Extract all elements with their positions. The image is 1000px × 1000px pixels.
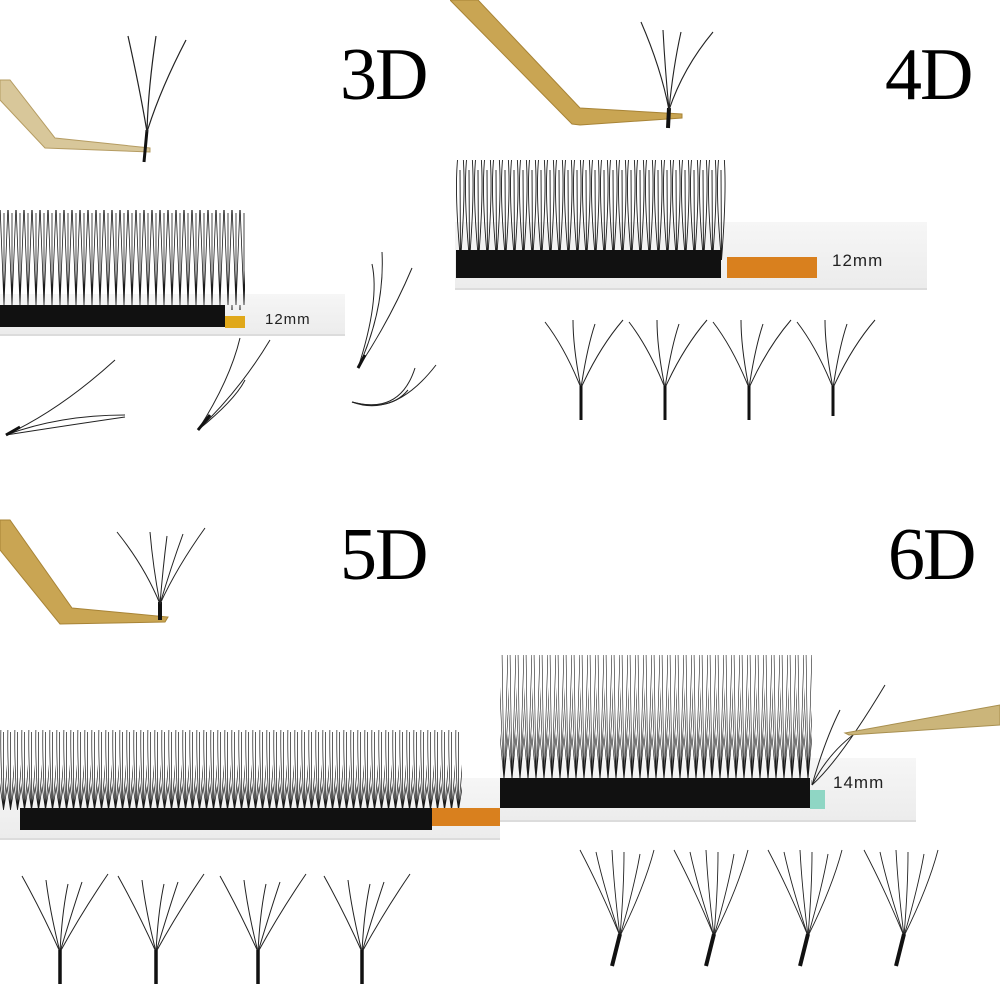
panel-title-4d: 4D [885,34,973,116]
loose-lash-fans [5,251,437,437]
panel-title-6d: 6D [888,514,976,596]
panel-5d: 5D [0,500,500,1000]
tweezer-icon [843,704,1000,736]
lash-fan-held [116,527,206,620]
lash-strip-4d [456,160,726,278]
length-tab [810,790,825,809]
lash-strip-5d [0,730,462,830]
lash-fans-row [544,319,876,420]
panel-3d: 3D 12mm [0,0,450,450]
tweezer-icon [0,79,151,153]
strip-length-label: 14mm [833,773,885,792]
panel-6d: 6D 14mm [500,500,1000,1000]
tweezer-icon [0,519,169,625]
length-tab [225,316,245,328]
strip-length-label: 12mm [832,251,884,270]
panel-4d: 4D 12mm [450,0,1000,450]
length-tab [727,257,817,278]
panel-title-3d: 3D [340,34,428,116]
lash-fans-row [579,849,939,967]
lash-fans-row [21,873,411,984]
length-tab [432,808,500,826]
strip-length-label: 12mm [265,311,311,328]
lash-fan-held [640,21,714,129]
tweezer-icon [450,0,683,126]
lash-fan-held [127,35,187,163]
lash-strip-3d [0,210,245,327]
lash-strip-6d [500,655,886,808]
panel-title-5d: 5D [340,514,428,596]
